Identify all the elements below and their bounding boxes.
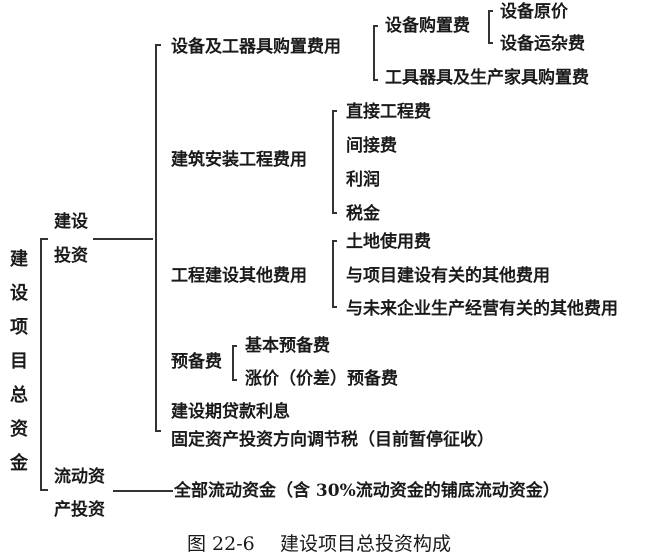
investment-direction-tax: 固定资产投资方向调节税（目前暂停征收） — [171, 430, 494, 450]
root-char: 资 — [10, 419, 28, 440]
root-char: 设 — [10, 283, 28, 304]
other-construction-cost: 工程建设其他费用 — [171, 266, 307, 286]
connector-line — [93, 238, 153, 240]
root-char: 项 — [10, 317, 28, 338]
land-use-fee: 土地使用费 — [346, 232, 431, 252]
equipment-purchase-cost: 设备购置费 — [385, 16, 470, 36]
figure-title: 建设项目总投资构成 — [280, 533, 452, 555]
construction-install-cost: 建筑安装工程费用 — [171, 150, 307, 170]
tools-furniture-cost: 工具器具及生产家具购置费 — [385, 68, 589, 88]
price-reserve-fee: 涨价（价差）预备费 — [245, 369, 398, 389]
construction-investment-label-1: 建设 — [54, 212, 88, 232]
root-char: 目 — [10, 351, 28, 372]
equipment-original-price: 设备原价 — [500, 2, 568, 22]
working-capital-label-1: 流动资 — [54, 467, 105, 487]
future-operation-other-cost: 与未来企业生产经营有关的其他费用 — [346, 299, 618, 319]
root-char: 金 — [10, 453, 28, 474]
equipment-tools-cost: 设备及工器具购置费用 — [171, 37, 341, 57]
project-related-other-cost: 与项目建设有关的其他费用 — [346, 266, 550, 286]
tax: 税金 — [346, 204, 380, 224]
reserve-fee: 预备费 — [171, 352, 222, 372]
root-char: 建 — [10, 249, 28, 270]
profit: 利润 — [346, 170, 380, 190]
equipment-transport-cost: 设备运杂费 — [500, 34, 585, 54]
construction-loan-interest: 建设期贷款利息 — [171, 402, 290, 422]
direct-engineering-cost: 直接工程费 — [346, 102, 431, 122]
basic-reserve-fee: 基本预备费 — [245, 336, 330, 356]
all-working-capital: 全部流动资金（含 30%流动资金的铺底流动资金） — [174, 481, 560, 501]
root-char: 总 — [10, 385, 28, 406]
working-capital-label-2: 产投资 — [54, 500, 105, 520]
figure-number: 图 22-6 — [187, 533, 255, 555]
indirect-cost: 间接费 — [346, 136, 397, 156]
construction-investment-label-2: 投资 — [54, 246, 88, 266]
connector-line — [113, 490, 173, 492]
